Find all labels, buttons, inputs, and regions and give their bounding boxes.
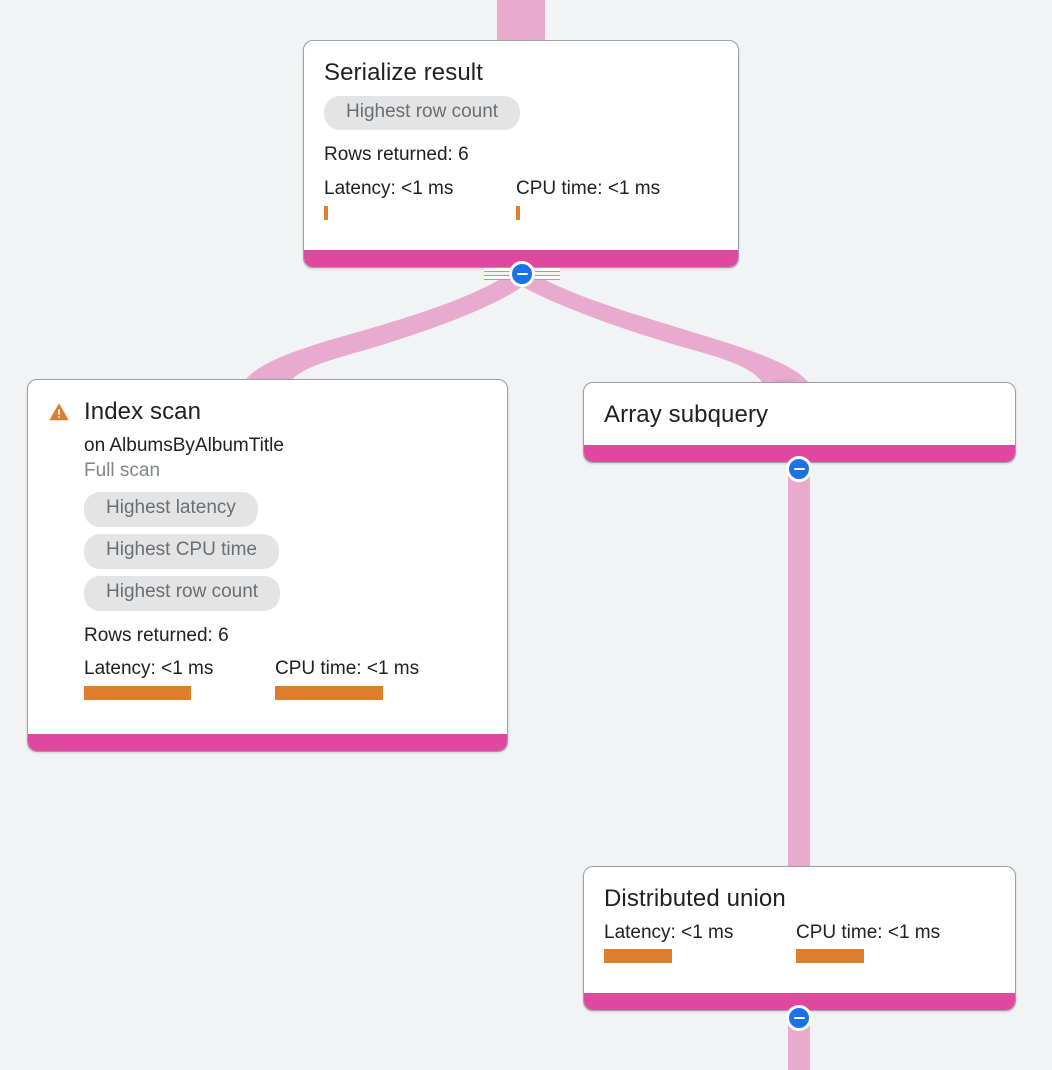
node-body: Distributed union Latency: <1 ms CPU tim… xyxy=(584,867,1015,977)
node-accent-bar xyxy=(584,445,1015,462)
edge-serialize-to-index-scan xyxy=(244,272,527,382)
node-subtitle-dim: Full scan xyxy=(84,460,161,482)
node-serialize-result[interactable]: Serialize result Highest row count Rows … xyxy=(303,40,739,268)
node-body: Array subquery xyxy=(584,383,1015,429)
edge-incoming-root xyxy=(497,0,545,44)
edge-serialize-to-array-subquery xyxy=(518,272,808,382)
node-subtitle: on AlbumsByAlbumTitle xyxy=(84,434,284,456)
node-accent-bar xyxy=(28,734,507,751)
toggle-array-subquery[interactable] xyxy=(786,456,812,482)
metric-cpu-time-bar xyxy=(796,949,864,964)
rows-returned: Rows returned: 6 xyxy=(84,624,229,646)
node-chips: Highest latency Highest CPU time Highest… xyxy=(84,492,487,617)
metric-cpu-time: CPU time: <1 ms xyxy=(516,177,660,220)
metric-latency-label: Latency: <1 ms xyxy=(84,658,214,680)
node-chips: Highest row count xyxy=(324,95,718,138)
node-index-scan[interactable]: Index scan on AlbumsByAlbumTitle Full sc… xyxy=(27,379,508,752)
rows-returned: Rows returned: 6 xyxy=(324,144,469,166)
chip-highest-row-count: Highest row count xyxy=(324,95,521,131)
metric-latency-label: Latency: <1 ms xyxy=(324,178,454,200)
metric-cpu-time-bar xyxy=(275,686,383,701)
metric-latency-bar xyxy=(84,686,191,701)
metric-cpu-time-label: CPU time: <1 ms xyxy=(796,921,941,943)
edge-array-subquery-to-distributed-union xyxy=(788,468,810,868)
node-title: Index scan xyxy=(84,398,202,425)
metric-latency: Latency: <1 ms xyxy=(324,177,516,220)
node-accent-bar xyxy=(304,250,738,267)
metric-cpu-time: CPU time: <1 ms xyxy=(796,921,940,964)
node-metrics: Latency: <1 ms CPU time: <1 ms xyxy=(604,921,995,964)
node-body: Index scan on AlbumsByAlbumTitle Full sc… xyxy=(28,380,507,714)
metric-latency-bar xyxy=(604,949,672,964)
node-array-subquery[interactable]: Array subquery xyxy=(583,382,1016,463)
node-title: Array subquery xyxy=(604,401,769,428)
metric-cpu-time-label: CPU time: <1 ms xyxy=(275,658,420,680)
node-metrics: Latency: <1 ms CPU time: <1 ms xyxy=(324,177,718,220)
toggle-serialize-result[interactable] xyxy=(509,261,535,287)
metric-latency-bar xyxy=(324,205,328,220)
metric-latency: Latency: <1 ms xyxy=(604,921,796,964)
node-distributed-union[interactable]: Distributed union Latency: <1 ms CPU tim… xyxy=(583,866,1016,1011)
chip-highest-cpu-time: Highest CPU time xyxy=(84,533,279,569)
node-title-row: Index scan xyxy=(48,398,487,426)
node-title-row: Serialize result xyxy=(324,59,718,87)
node-title-row: Array subquery xyxy=(604,401,995,429)
metric-cpu-time-label: CPU time: <1 ms xyxy=(516,178,661,200)
metric-cpu-time-bar xyxy=(516,205,520,220)
node-accent-bar xyxy=(584,993,1015,1010)
node-title: Distributed union xyxy=(604,885,786,912)
metric-cpu-time: CPU time: <1 ms xyxy=(275,657,420,701)
node-body: Serialize result Highest row count Rows … xyxy=(304,41,738,234)
metric-latency: Latency: <1 ms xyxy=(84,657,275,701)
warning-triangle-icon xyxy=(49,403,69,421)
node-title: Serialize result xyxy=(324,59,483,86)
chip-highest-row-count: Highest row count xyxy=(84,575,281,611)
node-title-row: Distributed union xyxy=(604,885,995,913)
metric-latency-label: Latency: <1 ms xyxy=(604,921,734,943)
node-metrics: Latency: <1 ms CPU time: <1 ms xyxy=(84,657,487,701)
chip-highest-latency: Highest latency xyxy=(84,492,258,527)
toggle-distributed-union[interactable] xyxy=(786,1005,812,1031)
